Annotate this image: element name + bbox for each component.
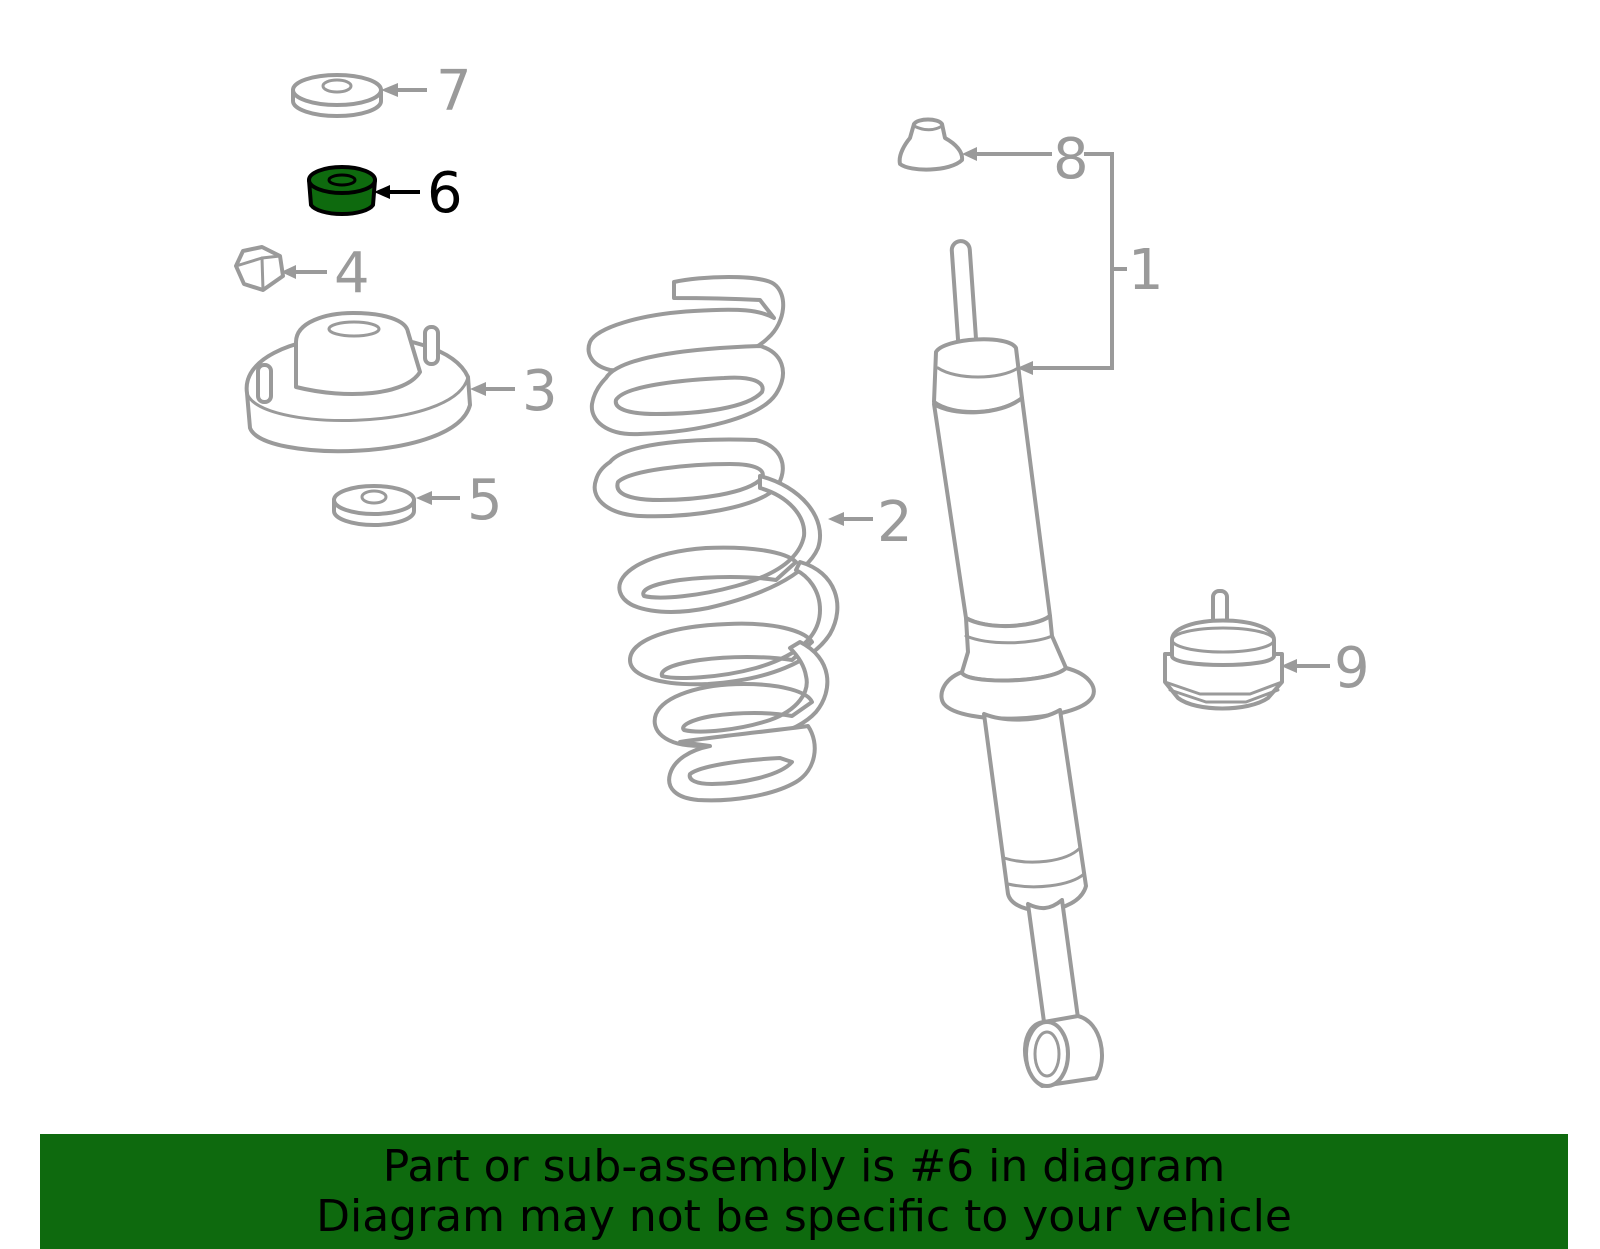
callout-4: 4 bbox=[334, 241, 370, 306]
callout-7: 7 bbox=[436, 59, 472, 124]
banner-line-1: Part or sub-assembly is #6 in diagram bbox=[382, 1141, 1226, 1192]
banner-line-2: Diagram may not be specific to your vehi… bbox=[316, 1191, 1292, 1242]
part-8-bumper[interactable]: 8 bbox=[897, 117, 1089, 193]
part-6-bushing[interactable]: 6 bbox=[307, 161, 463, 226]
info-banner: Part or sub-assembly is #6 in diagram Di… bbox=[40, 1134, 1568, 1249]
callout-1: 1 bbox=[1128, 238, 1164, 303]
part-3-support[interactable]: 3 bbox=[244, 311, 558, 454]
callout-5: 5 bbox=[467, 468, 503, 533]
part-1-shock-absorber[interactable] bbox=[932, 239, 1104, 1088]
part-4-nut[interactable]: 4 bbox=[234, 241, 370, 306]
part-5-washer[interactable]: 5 bbox=[332, 468, 503, 533]
callout-6: 6 bbox=[427, 161, 463, 226]
part-2-coil-spring[interactable]: 2 bbox=[586, 275, 913, 803]
callout-2: 2 bbox=[877, 490, 913, 555]
callout-8: 8 bbox=[1053, 127, 1089, 192]
callout-9: 9 bbox=[1334, 636, 1370, 701]
assembly-bracket bbox=[1017, 152, 1127, 375]
part-7-washer[interactable]: 7 bbox=[291, 59, 472, 124]
part-9-mount[interactable]: 9 bbox=[1163, 589, 1370, 711]
callout-3: 3 bbox=[522, 359, 558, 424]
